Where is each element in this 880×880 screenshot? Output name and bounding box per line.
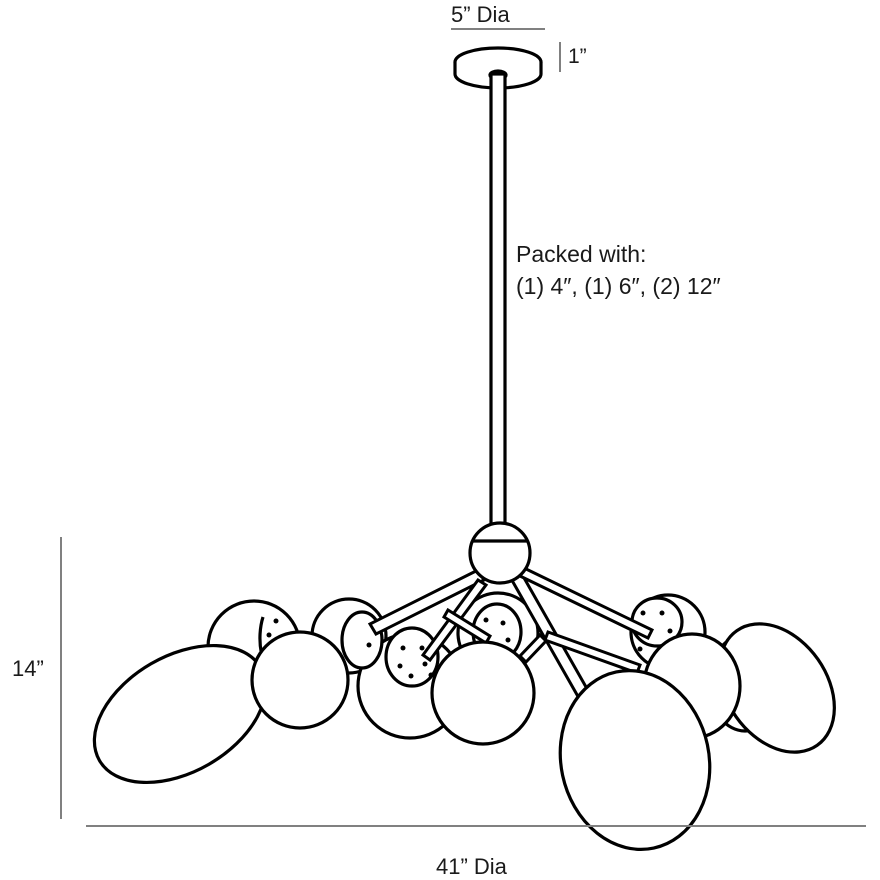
width-dimension-line: [86, 825, 866, 827]
height-label: 14”: [12, 656, 44, 681]
canopy-height-line: [559, 42, 561, 72]
hub-sphere: [468, 521, 532, 585]
height-dimension-line: [60, 537, 62, 819]
canopy-height-label: 1”: [568, 45, 587, 68]
canopy-diameter-label: 5” Dia: [451, 2, 510, 27]
arms: [367, 559, 655, 703]
canopy-diameter-line: [451, 28, 545, 30]
packed-note: Packed with: (1) 4″, (1) 6″, (2) 12″: [516, 238, 721, 302]
width-label: 41” Dia: [436, 854, 507, 879]
stem-rod: [489, 72, 507, 534]
packed-title: Packed with:: [516, 241, 647, 267]
packed-rods: (1) 4″, (1) 6″, (2) 12″: [516, 273, 721, 299]
socket-dots: [266, 610, 673, 679]
front-globes: [92, 622, 836, 851]
